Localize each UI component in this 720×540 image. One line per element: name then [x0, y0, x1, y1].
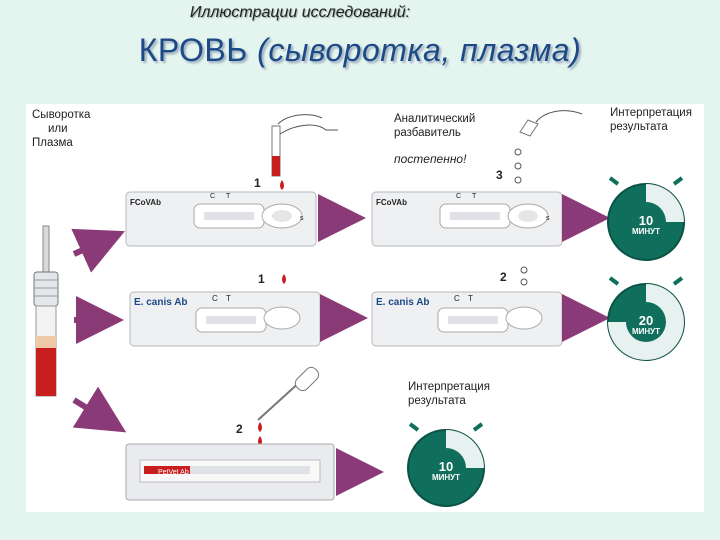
- timer-text-1: 10 МИНУТ: [626, 214, 666, 236]
- blood-drop-icon: [280, 180, 284, 190]
- timer-icon-2: [607, 276, 685, 361]
- sample-label-line: Сыворотка: [32, 109, 91, 121]
- cassette-label-fcovab: FCoVAb: [376, 198, 407, 207]
- illustration-svg: [33, 110, 685, 507]
- test-mark: T: [226, 193, 231, 200]
- sample-well-mark: s: [300, 215, 304, 222]
- blood-tube-icon: [33, 225, 59, 397]
- subtitle: Иллюстрации исследований:: [189, 4, 411, 21]
- timer-value: 20: [638, 313, 654, 328]
- interpret-line: Интерпретация: [610, 107, 692, 119]
- illustration-panel: Сыворотка или Плазма Аналитический разба…: [26, 104, 704, 512]
- title-paren: (сыворотка, плазма): [257, 32, 582, 68]
- cassette-label-canis: E. canis Ab: [376, 297, 430, 308]
- interpret-label-mid: Интерпретация результата: [408, 380, 490, 408]
- arrow-to-row3: [72, 386, 127, 433]
- timer-icon-3: [407, 422, 485, 507]
- step-number: 2: [500, 270, 507, 284]
- control-mark: C: [212, 294, 218, 303]
- control-mark: C: [456, 193, 462, 200]
- diluent-drops-icon: [520, 266, 528, 286]
- sample-well-mark: s: [546, 215, 550, 222]
- diluent-label-line: Аналитический: [394, 113, 476, 125]
- timer-icon-1: [607, 176, 685, 261]
- step-number: 1: [258, 272, 265, 286]
- arrow-to-row1: [71, 228, 125, 273]
- cassette-label-fcovab: FCoVAb: [130, 198, 161, 207]
- diluent-label: Аналитический разбавитель: [394, 112, 475, 140]
- interpret-line: Интерпретация: [408, 381, 490, 393]
- cassette-label-canis: E. canis Ab: [134, 297, 188, 308]
- page-title: КРОВЬ (сыворотка, плазма): [0, 32, 720, 69]
- timer-unit: МИНУТ: [631, 327, 661, 336]
- title-main: КРОВЬ: [138, 32, 258, 68]
- interpret-label-top: Интерпретация результата: [610, 106, 692, 134]
- diluent-label-line: разбавитель: [394, 127, 461, 139]
- gradually-label: постепенно!: [394, 152, 467, 166]
- sample-label-line: или: [48, 123, 68, 135]
- step-number: 2: [236, 422, 243, 436]
- test-mark: T: [472, 193, 477, 200]
- timer-unit: МИНУТ: [631, 227, 661, 236]
- step-number: 1: [254, 176, 261, 190]
- timer-unit: МИНУТ: [431, 473, 461, 482]
- blood-drop-icon: [282, 274, 286, 284]
- sample-label: Сыворотка или Плазма: [32, 108, 112, 150]
- pipette-icon: [257, 366, 320, 421]
- control-mark: C: [210, 193, 216, 200]
- test-mark: T: [468, 294, 473, 303]
- test-mark: T: [226, 294, 231, 303]
- sample-label-line: Плазма: [32, 137, 73, 149]
- timer-value: 10: [438, 459, 454, 474]
- strip-label: PetVet Ab: [158, 469, 189, 476]
- pipette-hand-icon: [271, 114, 338, 177]
- blood-drop-icon: [258, 422, 262, 432]
- timer-text-2: 20 МИНУТ: [626, 314, 666, 336]
- interpret-line: результата: [408, 395, 466, 407]
- control-mark: C: [454, 294, 460, 303]
- step-number: 3: [496, 168, 503, 182]
- diluent-dropper-icon: [514, 110, 583, 184]
- cassette-canis-1: [129, 291, 321, 347]
- timer-text-3: 10 МИНУТ: [426, 460, 466, 482]
- cassette-fcovab-1: [125, 191, 317, 247]
- strip-test-device: [125, 443, 335, 501]
- interpret-line: результата: [610, 121, 668, 133]
- timer-value: 10: [638, 213, 654, 228]
